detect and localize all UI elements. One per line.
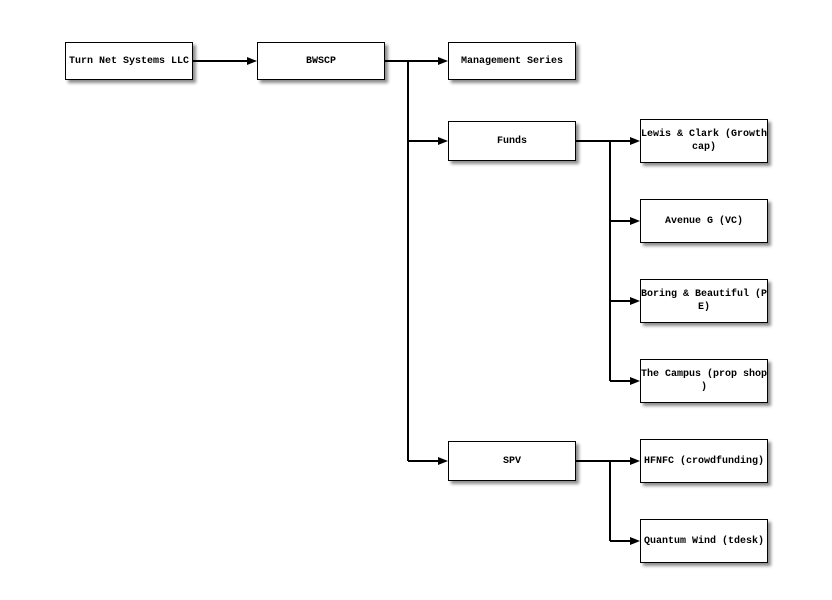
node-label: The Campus (prop shop	[640, 369, 768, 380]
edge-bwscp-mgmt-line	[385, 60, 438, 62]
edge-bwscp-spv-line	[408, 460, 438, 462]
edge-funds-campus-line	[610, 380, 630, 382]
node-label: SPV	[502, 455, 521, 467]
edge-funds-campus-arrowhead-icon	[630, 377, 640, 385]
edge-turn-bwscp-line	[193, 60, 247, 62]
edge-funds-trunk-line	[609, 140, 611, 381]
edge-bwscp-spv-arrowhead-icon	[438, 457, 448, 465]
edge-funds-boring-arrowhead-icon	[630, 297, 640, 305]
node-management-series: Management Series	[448, 42, 576, 80]
edge-bwscp-funds-arrowhead-icon	[438, 137, 448, 145]
edge-funds-boring-line	[610, 300, 630, 302]
edge-bwscp-mgmt-arrowhead-icon	[438, 57, 448, 65]
node-turn-net-systems-llc: Turn Net Systems LLC	[65, 42, 193, 80]
node-spv: SPV	[448, 441, 576, 481]
node-lewis-and-clark: Lewis & Clark (Growth cap)	[640, 119, 768, 163]
node-bwscp: BWSCP	[257, 42, 385, 80]
edge-spv-quantum-arrowhead-icon	[630, 537, 640, 545]
edge-funds-lewis-arrowhead-icon	[630, 137, 640, 145]
edge-spv-trunk-line	[609, 460, 611, 541]
edge-bwscp-funds-line	[408, 140, 438, 142]
edge-spv-hfnfc-arrowhead-icon	[630, 457, 640, 465]
node-hfnfc: HFNFC (crowdfunding)	[640, 439, 768, 483]
node-label: Funds	[496, 135, 527, 147]
node-funds: Funds	[448, 121, 576, 161]
node-label: )	[700, 382, 707, 393]
node-avenue-g: Avenue G (VC)	[640, 199, 768, 243]
edge-spv-hfnfc-line	[576, 460, 630, 462]
node-label: Management Series	[460, 55, 564, 67]
edge-funds-lewis-line	[576, 140, 630, 142]
node-quantum-wind: Quantum Wind (tdesk)	[640, 519, 768, 563]
node-label: HFNFC (crowdfunding)	[643, 455, 765, 467]
node-boring-and-beautiful: Boring & Beautiful (P E)	[640, 279, 768, 323]
edge-spv-quantum-line	[610, 540, 630, 542]
node-label: cap)	[691, 142, 716, 153]
node-label: E)	[697, 302, 710, 313]
edge-funds-avenue-line	[610, 220, 630, 222]
node-label: Boring & Beautiful (P	[640, 289, 768, 300]
edge-turn-bwscp-arrowhead-icon	[247, 57, 257, 65]
node-label: Lewis & Clark (Growth	[640, 129, 768, 140]
node-label: BWSCP	[305, 55, 336, 67]
edge-funds-avenue-arrowhead-icon	[630, 217, 640, 225]
node-label: Avenue G (VC)	[664, 215, 743, 227]
edge-bwscp-trunk-line	[407, 60, 409, 461]
node-label: Quantum Wind (tdesk)	[643, 535, 765, 547]
node-the-campus: The Campus (prop shop )	[640, 359, 768, 403]
node-label: Turn Net Systems LLC	[68, 55, 190, 67]
